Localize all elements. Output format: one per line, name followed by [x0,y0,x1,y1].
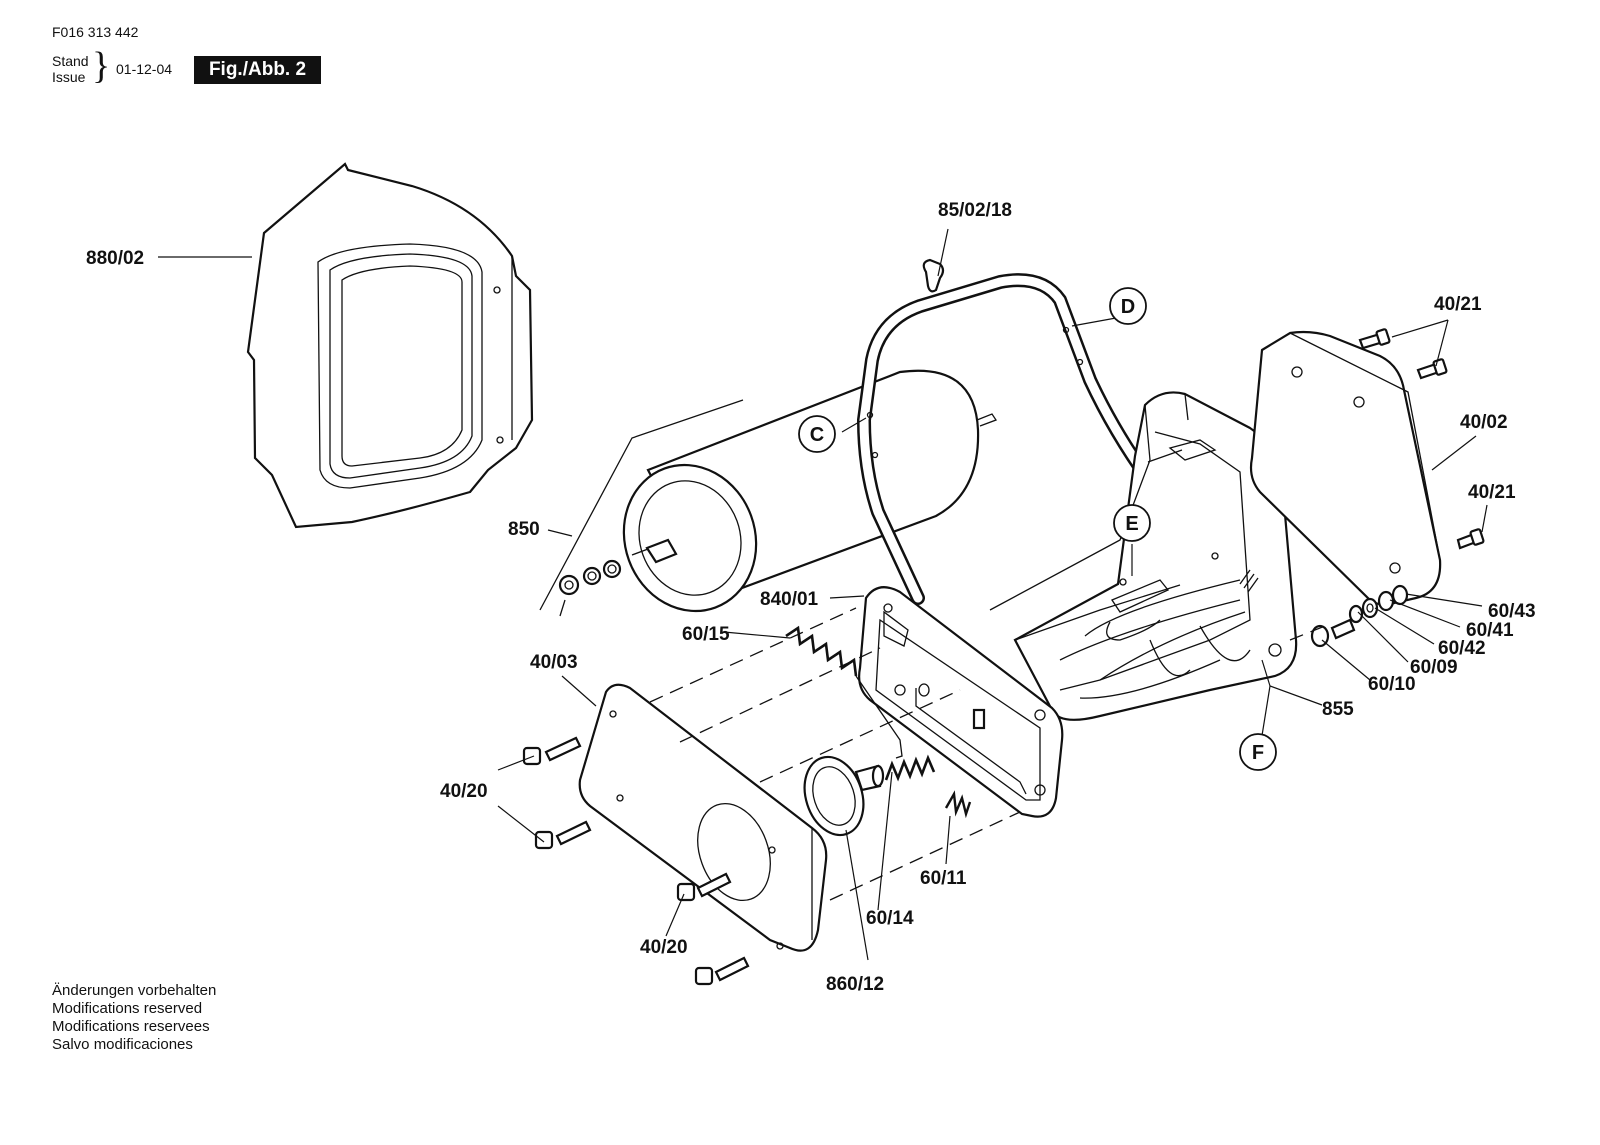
part-motor-850 [539,369,997,617]
label-880-02: 880/02 [86,248,144,269]
issue-date: 01-12-04 [116,61,173,77]
stand-issue-label: Stand Issue [52,53,89,85]
label-60-43: 60/43 [1488,601,1536,622]
ref-callout-c: C [798,415,836,453]
stand-label: Stand [52,53,89,69]
label-40-20-lower: 40/20 [640,937,688,958]
ref-letter: F [1252,742,1264,764]
label-60-11: 60/11 [920,868,967,889]
label-60-10: 60/10 [1368,674,1416,695]
label-40-02: 40/02 [1460,412,1508,433]
part-spring-60-14 [884,754,936,782]
label-60-14: 60/14 [866,908,914,929]
label-855: 855 [1322,699,1354,720]
brace-symbol: } [92,45,111,87]
label-40-21-mid: 40/21 [1468,482,1516,503]
ref-letter: C [810,424,824,446]
part-side-frame-840-01 [858,586,1064,818]
part-spring-60-11 [944,790,972,819]
issue-label: Issue [52,69,86,85]
ref-callout-e: E [1113,504,1151,542]
part-housing-855 [989,391,1298,721]
label-60-42: 60/42 [1438,638,1486,659]
note-german: Änderungen vorbehalten [52,982,217,999]
part-clip-85-02-18 [922,258,945,293]
label-850: 850 [508,519,540,540]
part-handle-bar [856,273,1167,605]
part-knob-860-12 [803,755,885,837]
part-end-cover-40-03 [578,683,828,952]
label-60-41: 60/41 [1466,620,1514,641]
ref-letter: D [1121,296,1135,318]
modification-notes: Änderungen vorbehalten Modifications res… [52,982,216,1054]
ref-callout-d: D [1109,287,1147,325]
note-spanish: Salvo modificaciones [52,1036,193,1053]
part-screws-40-20 [522,736,750,986]
ref-callout-f: F [1239,733,1277,771]
part-cover-880-02 [246,162,534,529]
note-french: Modifications reservees [52,1018,210,1035]
label-860-12: 860/12 [826,974,884,995]
figure-badge: Fig./Abb. 2 [194,56,321,84]
label-40-20-upper: 40/20 [440,781,488,802]
label-840-01: 840/01 [760,589,819,610]
part-bearing-washers-60 [1310,584,1409,648]
part-spring-60-15 [785,625,903,759]
label-60-15: 60/15 [682,624,730,645]
label-40-21-top: 40/21 [1434,294,1482,315]
label-60-09: 60/09 [1410,657,1458,678]
part-side-plate-40-02 [1249,330,1442,606]
assembly-dashed-lines [649,607,1331,901]
document-code: F016 313 442 [52,24,139,40]
label-40-03: 40/03 [530,652,578,673]
note-english: Modifications reserved [52,1000,203,1017]
label-85-02-18: 85/02/18 [938,200,1012,221]
ref-letter: E [1125,513,1138,535]
